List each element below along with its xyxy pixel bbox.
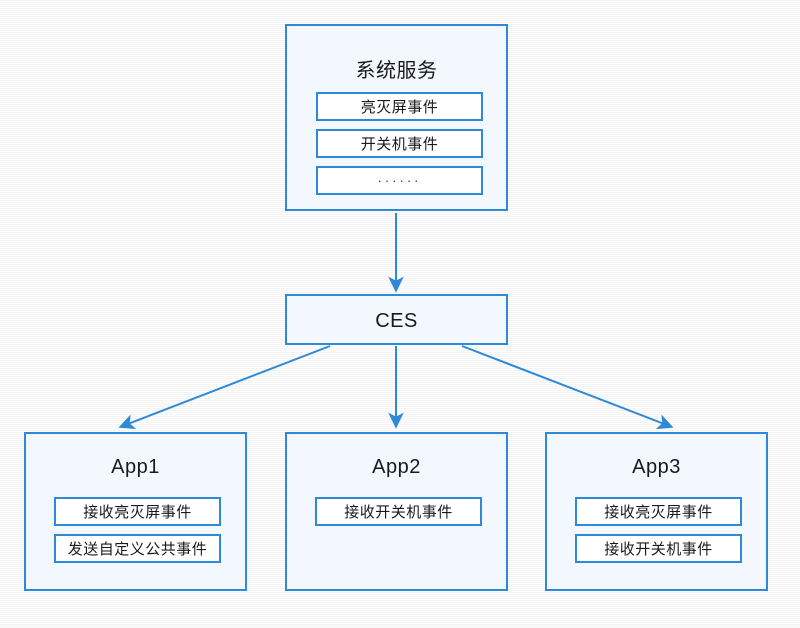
app3-item-receive-power-events[interactable]: 接收开关机事件 <box>575 534 742 563</box>
app3-item-receive-screen-events[interactable]: 接收亮灭屏事件 <box>575 497 742 526</box>
system-service-item-screen-events[interactable]: 亮灭屏事件 <box>316 92 483 121</box>
app1-item-send-custom-event[interactable]: 发送自定义公共事件 <box>54 534 221 563</box>
app2-item-receive-power-events[interactable]: 接收开关机事件 <box>315 497 482 526</box>
node-ces-title: CES <box>375 310 418 332</box>
node-app1-title: App1 <box>111 456 160 478</box>
node-app3[interactable]: App3 接收亮灭屏事件 接收开关机事件 <box>545 432 768 591</box>
app1-item-receive-screen-events[interactable]: 接收亮灭屏事件 <box>54 497 221 526</box>
node-ces[interactable]: CES <box>285 294 508 345</box>
node-app2-title: App2 <box>372 456 421 478</box>
arrow-ces-to-app1 <box>118 345 331 430</box>
node-app1[interactable]: App1 接收亮灭屏事件 发送自定义公共事件 <box>24 432 247 591</box>
node-system-service-title: 系统服务 <box>355 60 438 82</box>
system-service-item-ellipsis[interactable]: ······ <box>316 166 483 195</box>
node-system-service[interactable]: 系统服务 亮灭屏事件 开关机事件 ······ <box>285 24 508 211</box>
system-service-item-power-events[interactable]: 开关机事件 <box>316 129 483 158</box>
node-app2[interactable]: App2 接收开关机事件 <box>285 432 508 591</box>
arrow-ces-to-app3 <box>461 345 674 430</box>
node-app3-title: App3 <box>632 456 681 478</box>
